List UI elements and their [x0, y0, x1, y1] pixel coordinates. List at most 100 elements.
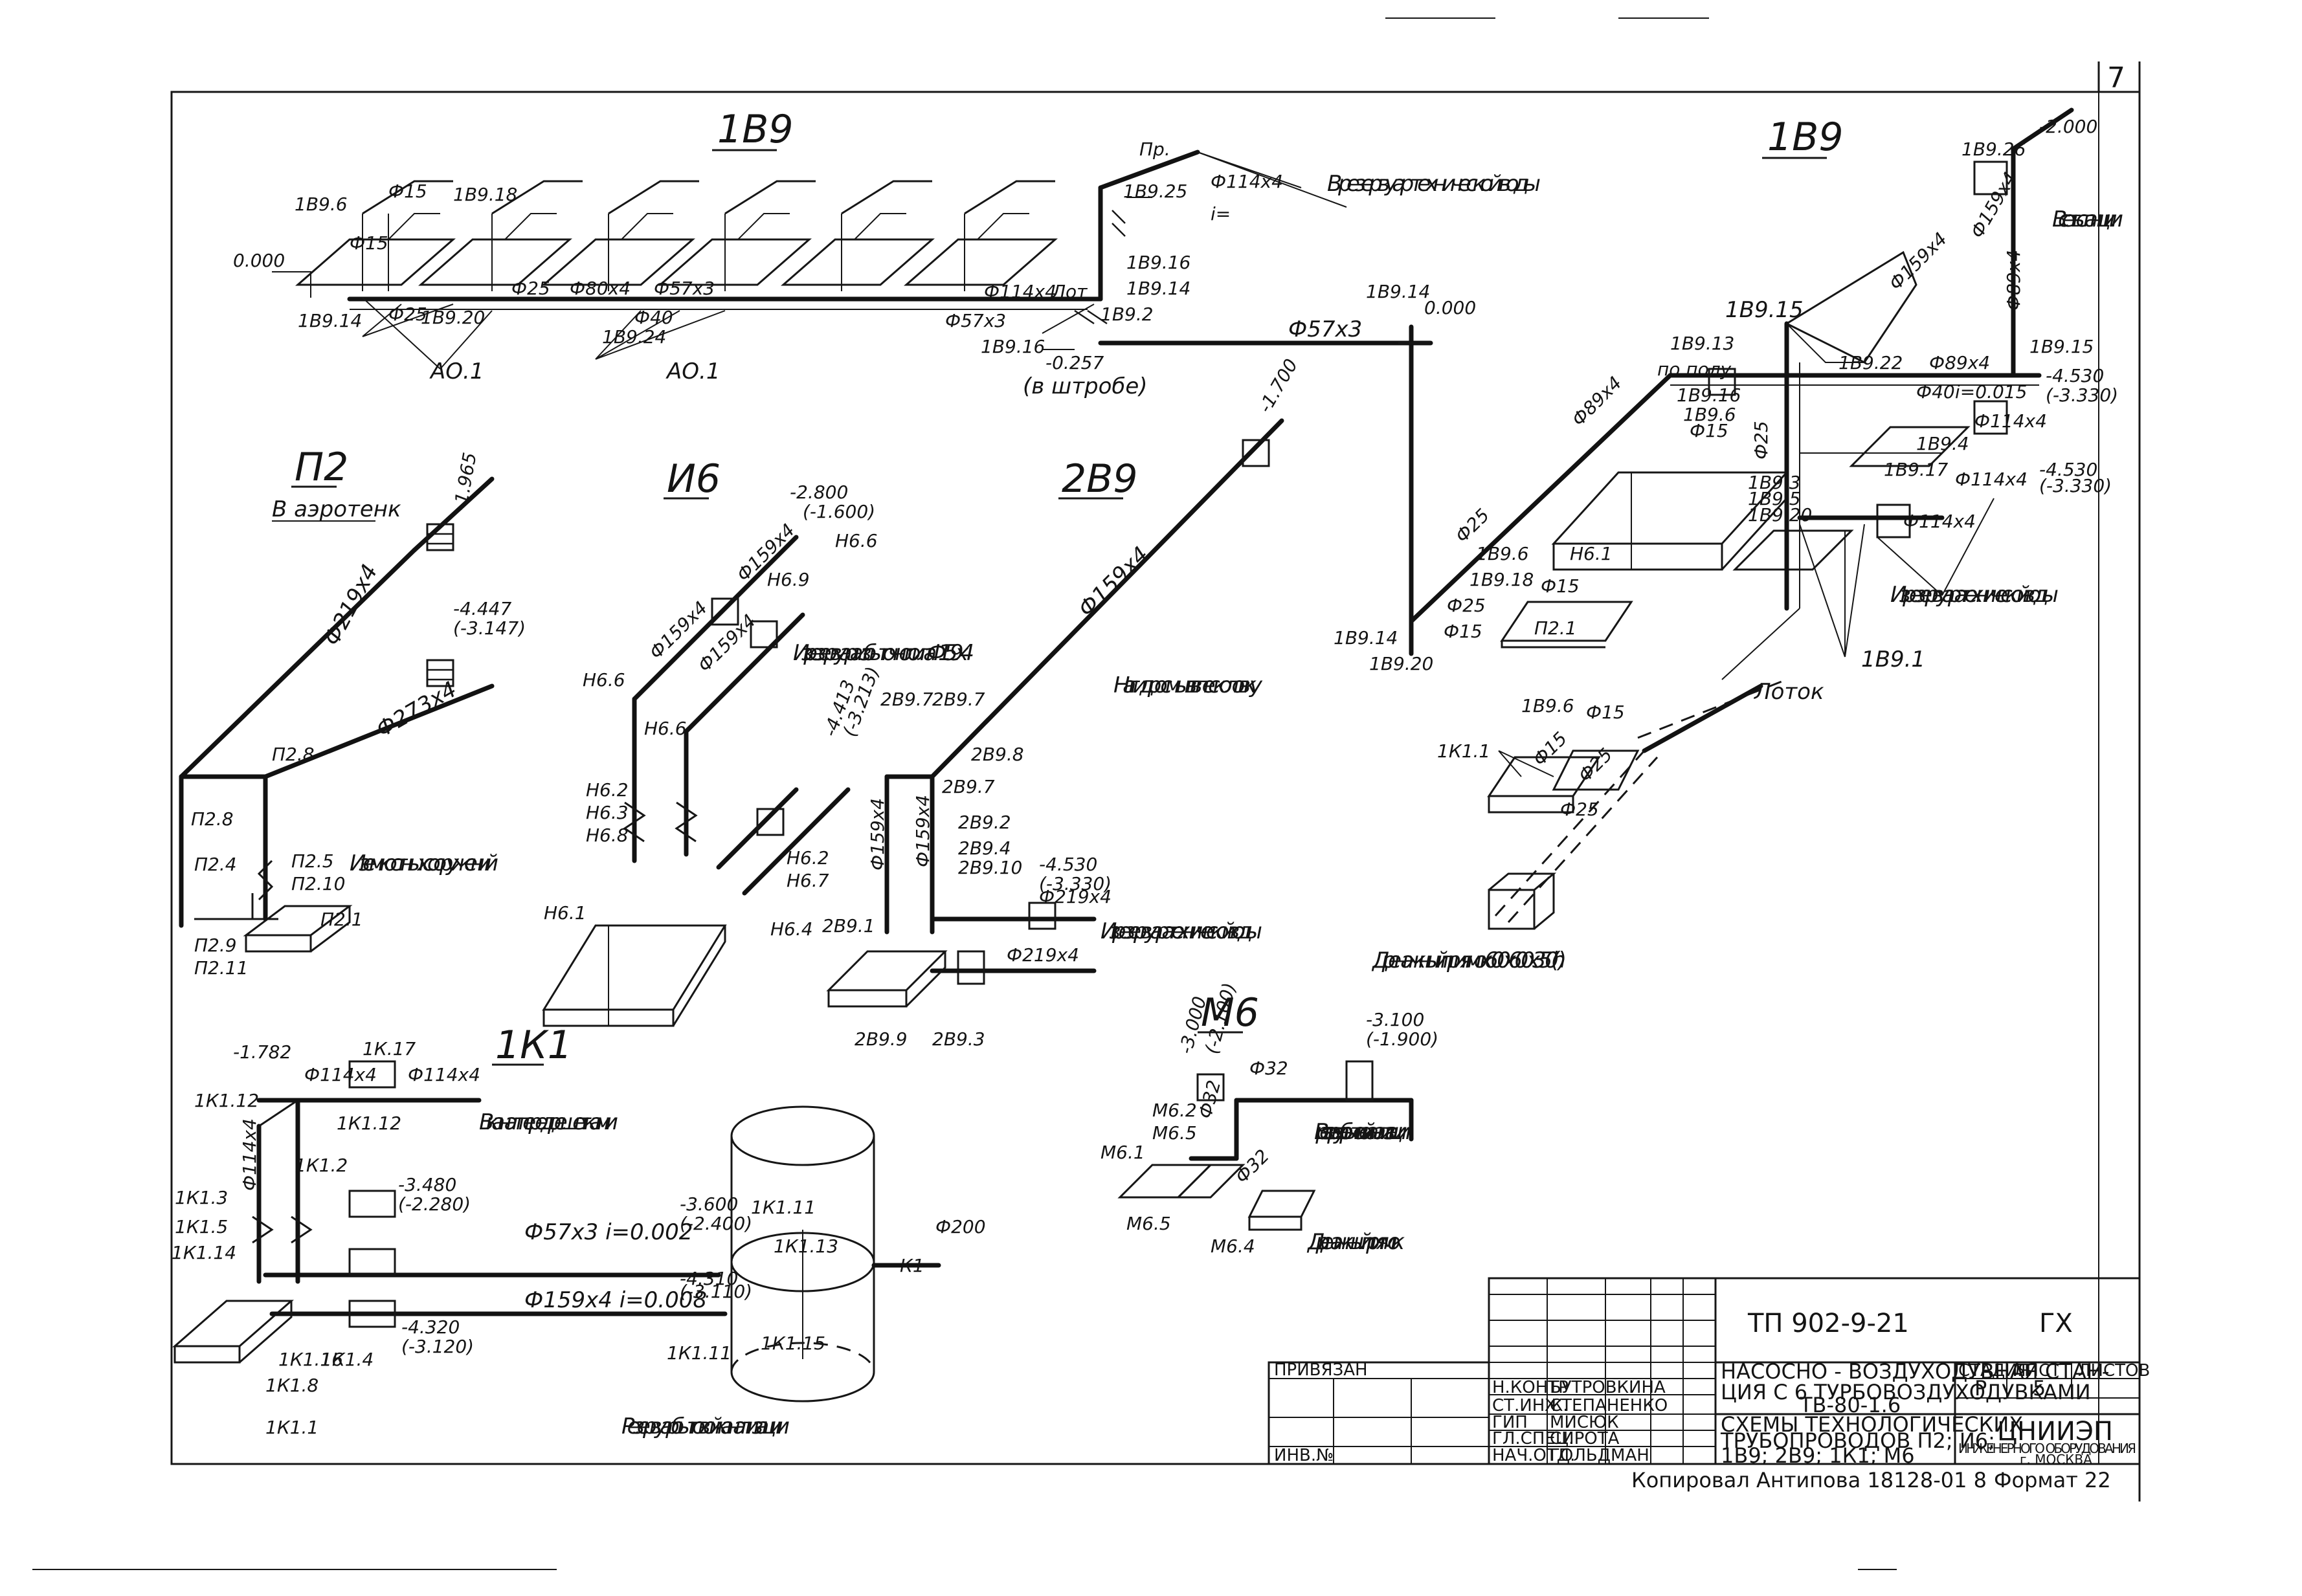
note-to-washing: На гидросмыв в песколовку [1113, 672, 1263, 698]
format-note: Формат 22 [1994, 1468, 2111, 1492]
label: 1В9.18 [1469, 569, 1534, 590]
section-p2: В аэротенк -1.965 Ф219х4 -4.447 (-3.147)… [179, 451, 526, 979]
label: Ф15 [1444, 621, 1482, 642]
name-1: БУТРОВКИНА [1550, 1378, 1666, 1397]
section-2v9: -1.700 Ф159х4 2В9.7 2В9.7 2В9.8 2В9.7 Ф1… [822, 355, 1302, 1050]
note-domestic-tank: Резервуар бытовой канализации [621, 1413, 790, 1439]
label: Пр. [1139, 139, 1170, 160]
label: Ф114х4 [1974, 410, 2047, 432]
name-2: СТЕПАНЕНКО [1550, 1396, 1668, 1415]
note-to-tech-water-1: В резервуар технической воды [1327, 171, 1541, 197]
label: 2В9.8 [971, 744, 1024, 765]
label: 1К.17 [363, 1038, 416, 1059]
note-from-tech-water-right: Из резервуара технической воды [1890, 582, 2059, 608]
label: 1К1.16 [278, 1349, 343, 1370]
title-block: ТП 902-9-21 ГХ ПРИВЯЗАН ИНВ.№ Н.КОНТР СТ… [1268, 1277, 2150, 1492]
label: АО.1 [429, 359, 484, 384]
label: -3.600 [680, 1193, 738, 1215]
label: Ф200 [935, 1216, 986, 1237]
label: 1В9.1 [1861, 647, 1925, 672]
note-from-tech-water-mid: Из резервуара технической воды [1101, 918, 1262, 944]
label: (-1.600) [803, 501, 875, 522]
project-title-1: НАСОСНО - ВОЗДУХОДУВНАЯ СТАН- [1721, 1359, 2109, 1384]
label: 1В9.22 [1838, 352, 1903, 373]
label: Ф40 [1916, 381, 1955, 403]
label: Н6.6 [583, 669, 625, 691]
sheet-value: 5 [2033, 1376, 2046, 1401]
label: Ф15 [1541, 575, 1580, 597]
label: Ф15 [1586, 702, 1625, 723]
label: Ф89х4 [2003, 250, 2024, 311]
label: 2В9.7 [932, 689, 985, 710]
label: Ф32 [1249, 1058, 1288, 1079]
label: Ф57х3 [1288, 316, 1362, 342]
label: АО.1 [665, 359, 720, 384]
label: i=0.015 [1955, 381, 2027, 403]
label: Н6.4 [770, 918, 813, 940]
label: Н6.7 [787, 870, 829, 891]
label: i= [1211, 203, 1231, 225]
sheet-title-1: СХЕМЫ ТЕХНОЛОГИЧЕСКИХ [1721, 1412, 2023, 1437]
project-title-2: ЦИЯ С 6 ТУРБОВОЗДУХОДУВКАМИ [1721, 1380, 2091, 1404]
title-1v9-right: 1В9 [1767, 115, 1844, 160]
section-drain: 1В9.6 Ф15 1К1.1 Ф25 Ф25 Ф15 Лоток Дренаж… [1371, 678, 1824, 973]
label: 1К1.15 [761, 1333, 825, 1354]
label: -1.965 [449, 451, 480, 513]
label: П2.1 [320, 909, 363, 930]
label: Ф25 [1451, 504, 1494, 547]
label: 1В9.3 [1748, 472, 1801, 493]
label: -2.800 [790, 482, 848, 503]
label: П2.4 [194, 854, 237, 875]
label: К1 [900, 1255, 924, 1276]
label: -4.310 [680, 1268, 738, 1289]
sheet-title-3: 1В9; 2В9; 1К1; М6 [1721, 1443, 1915, 1468]
label: Ф25 [1750, 421, 1772, 460]
label: Ф159х4 [1885, 228, 1951, 294]
note-to-domestic-sewer: В резервуар бытовой канализации [1314, 1119, 1411, 1145]
label: 1В9.16 [1126, 252, 1190, 273]
label: -4.320 [401, 1316, 460, 1338]
sheets-header: ЛИСТОВ [2078, 1361, 2150, 1380]
label: 1К1.4 [320, 1349, 374, 1370]
label: 1К1.1 [1437, 740, 1490, 762]
label: Н6.8 [586, 825, 629, 846]
label: (-3.147) [453, 617, 526, 639]
label: Ф219х4 [319, 560, 383, 650]
label: Ф114х4 [1903, 511, 1976, 532]
sheet-title-2: ТРУБОПРОВОДОВ П2; И6; [1720, 1428, 1995, 1453]
label: 1В9.2 [1101, 304, 1154, 325]
title-p2: П2 [295, 445, 348, 490]
label: 1В9.18 [453, 184, 517, 205]
org-sub-2: г. МОСКВА [2020, 1452, 2092, 1467]
label: 1В9.6 [1683, 404, 1736, 425]
label: Н6.3 [586, 802, 629, 823]
label: 1К1.2 [295, 1155, 348, 1176]
label: 2В9.9 [855, 1028, 908, 1050]
section-1k1: -1.782 Ф114х4 1К.17 Ф114х4 1К1.12 1К1.12… [172, 1038, 986, 1439]
label: 1К1.11 [667, 1342, 732, 1364]
label: Ф57х3 [945, 310, 1006, 331]
role-3: ГИП [1492, 1413, 1528, 1432]
label: 2В9.3 [932, 1028, 985, 1050]
label: 2В9.10 [958, 857, 1022, 878]
label: 2В9.1 [822, 915, 875, 937]
label: -1.700 [1254, 355, 1302, 417]
title-i6: И6 [667, 456, 721, 502]
label: 2В9.7 [880, 689, 933, 710]
note-from-capacity: Из емкостных сооружений [350, 850, 498, 876]
note-to-aerotank: В аэротенк [272, 496, 401, 522]
label: 1В9.20 [1748, 504, 1812, 526]
label: Ф114х4 [984, 281, 1056, 302]
label: 1В9.17 [1884, 459, 1949, 480]
label: Ф25 [388, 304, 427, 325]
label: Ф32 [1194, 1078, 1225, 1121]
label: -3.480 [398, 1174, 456, 1195]
label: М6.2 [1152, 1100, 1197, 1121]
label: Ф57х3 i=0.002 [524, 1219, 693, 1245]
label: Ф57х3 [654, 278, 715, 299]
title-m6: М6 [1201, 990, 1259, 1036]
label: Ф15 [1529, 727, 1572, 770]
label: 0.000 [233, 250, 285, 271]
section-1v9-right: 1В9.26 -2.000 Ф159х4 Ф159х4 Ф89х4 1В9.15… [1334, 107, 2123, 753]
doc-mark: ГХ [2039, 1309, 2073, 1338]
